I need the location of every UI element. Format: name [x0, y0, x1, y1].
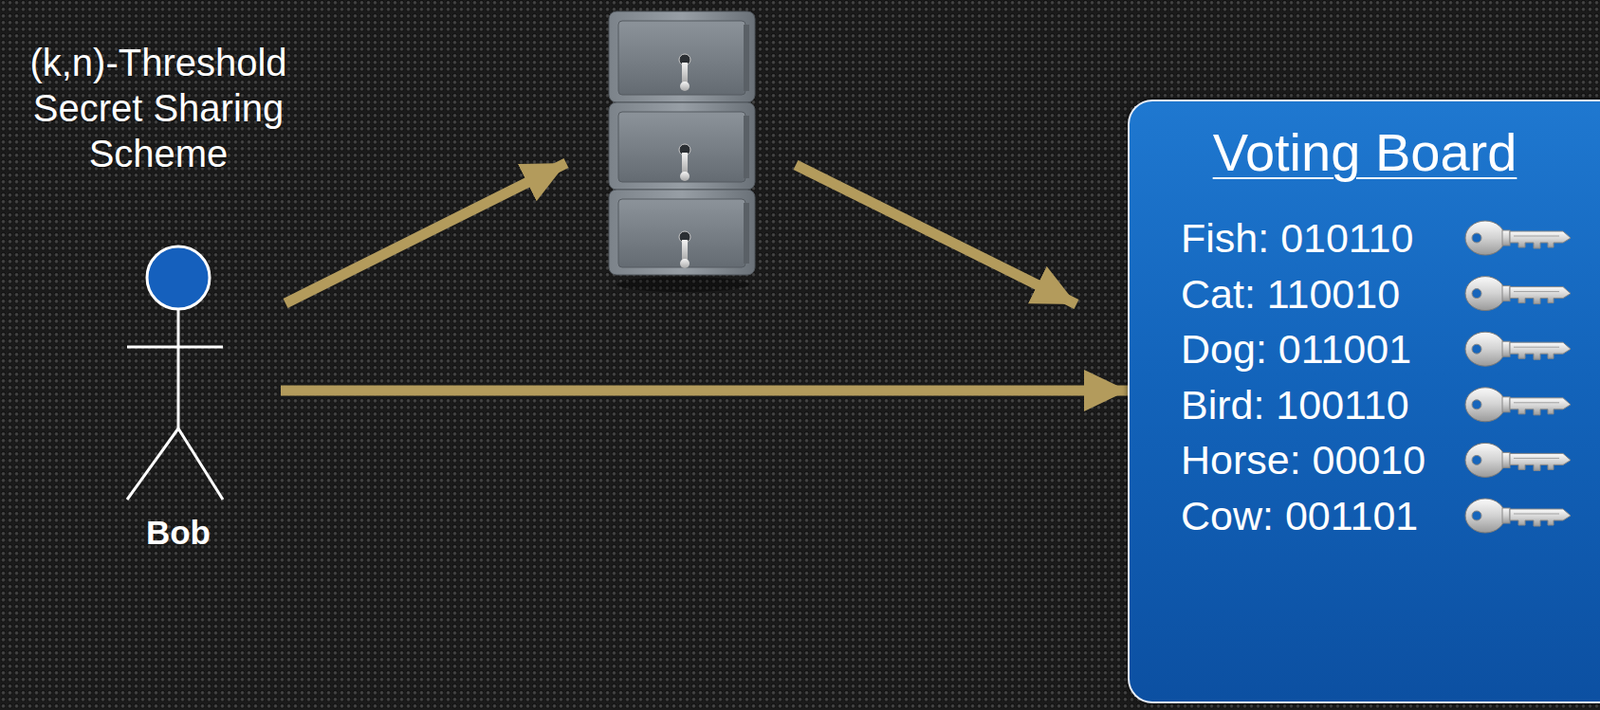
vote-entry: Horse: 00010: [1180, 432, 1426, 489]
vote-entry: Cat: 110010: [1180, 266, 1400, 323]
safe-stack: [608, 11, 755, 293]
vote-entry: Dog: 011001: [1180, 321, 1412, 378]
diagram-title: (k,n)-Threshold Secret Sharing Scheme: [1, 39, 315, 177]
stick-figure: [127, 246, 223, 500]
flow-arrow: [285, 163, 567, 304]
person-node: Bob: [75, 239, 281, 552]
vote-entry: Fish: 010110: [1180, 210, 1414, 267]
vote-entry: Bird: 100110: [1180, 377, 1410, 434]
vote-entry: Cow: 001101: [1180, 488, 1418, 545]
person-name: Bob: [146, 514, 211, 552]
flow-arrow: [795, 165, 1077, 305]
flow-arrow: [280, 386, 1128, 397]
key-icons: [1458, 189, 1600, 551]
board-heading: Voting Board: [1129, 120, 1600, 185]
